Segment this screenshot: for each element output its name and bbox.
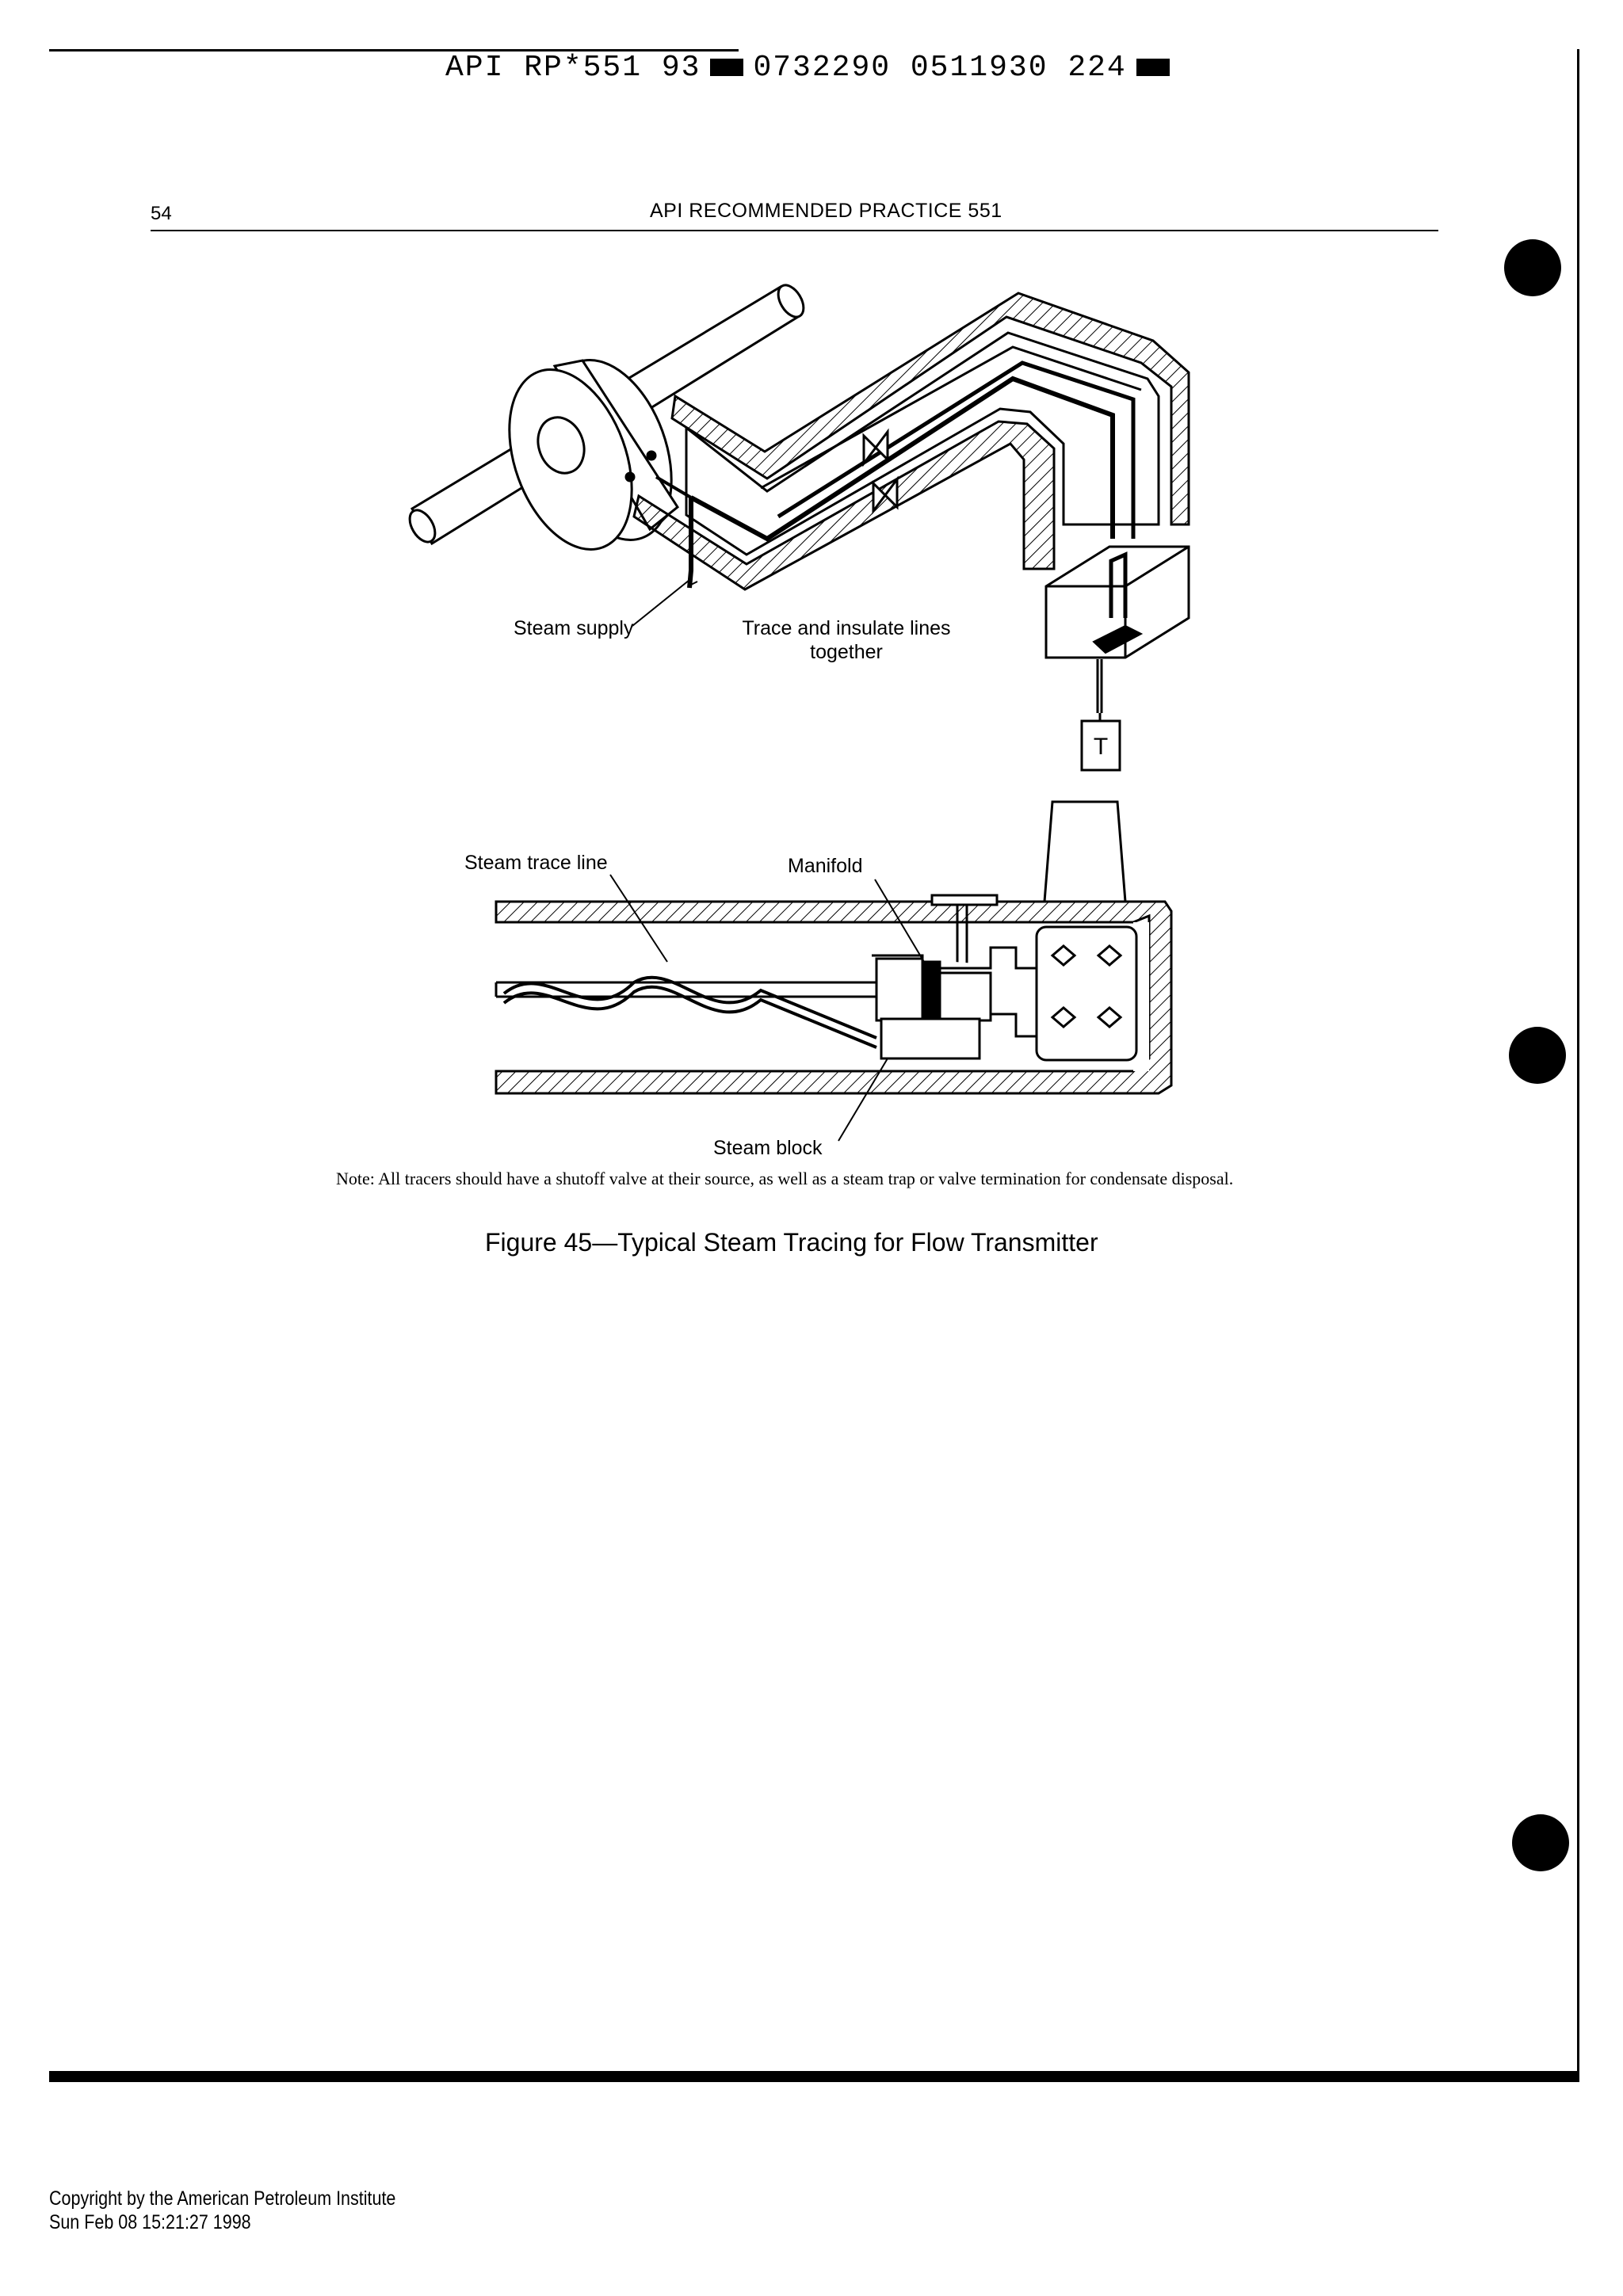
transmitter-housing (1035, 800, 1138, 1062)
callout-leaders-upper (632, 579, 698, 627)
figure-caption: Figure 45—Typical Steam Tracing for Flow… (485, 1228, 1098, 1257)
header-rule (151, 230, 1438, 231)
callout-steam-block: Steam block (713, 1137, 823, 1159)
shutoff-valve-symbol (862, 428, 899, 515)
timestamp-line: Sun Feb 08 15:21:27 1998 (49, 2211, 251, 2233)
running-head: API RECOMMENDED PRACTICE 551 (650, 200, 1002, 222)
punch-hole (1512, 1814, 1569, 1871)
doc-numbers: 0732290 0511930 224 (753, 51, 1127, 85)
copyright-line: Copyright by the American Petroleum Inst… (49, 2187, 396, 2210)
figure-note: Note: All tracers should have a shutoff … (336, 1169, 1234, 1188)
callout-trace-insulate-line2: together (810, 641, 883, 663)
callout-leaders-lower (609, 874, 925, 1142)
punch-hole (1509, 1027, 1566, 1084)
transmitter-box (1044, 545, 1190, 772)
document-code-line: API RP*551 93 0732290 0511930 224 (445, 51, 1170, 95)
orifice-flange (508, 359, 679, 551)
top-border-rule (49, 49, 739, 51)
punch-hole (1504, 239, 1561, 296)
page-number: 54 (151, 203, 172, 224)
callout-steam-trace-line: Steam trace line (464, 852, 608, 874)
steam-trace-line (495, 975, 877, 1049)
black-block-mark (710, 58, 744, 76)
manifold-and-block (872, 894, 1037, 1060)
callout-steam-supply: Steam supply (514, 617, 634, 639)
callout-manifold: Manifold (788, 855, 863, 877)
callout-trace-insulate-line1: Trace and insulate lines (742, 617, 951, 639)
bottom-border-bar (49, 2071, 1579, 2082)
trace-lines (655, 345, 1142, 589)
transmitter-symbol: T (1094, 734, 1108, 760)
copyright-block: Copyright by the American Petroleum Inst… (49, 2187, 395, 2234)
doc-code: API RP*551 93 (445, 51, 701, 85)
right-border-rule (1577, 49, 1579, 2081)
black-block-mark (1136, 58, 1170, 76)
